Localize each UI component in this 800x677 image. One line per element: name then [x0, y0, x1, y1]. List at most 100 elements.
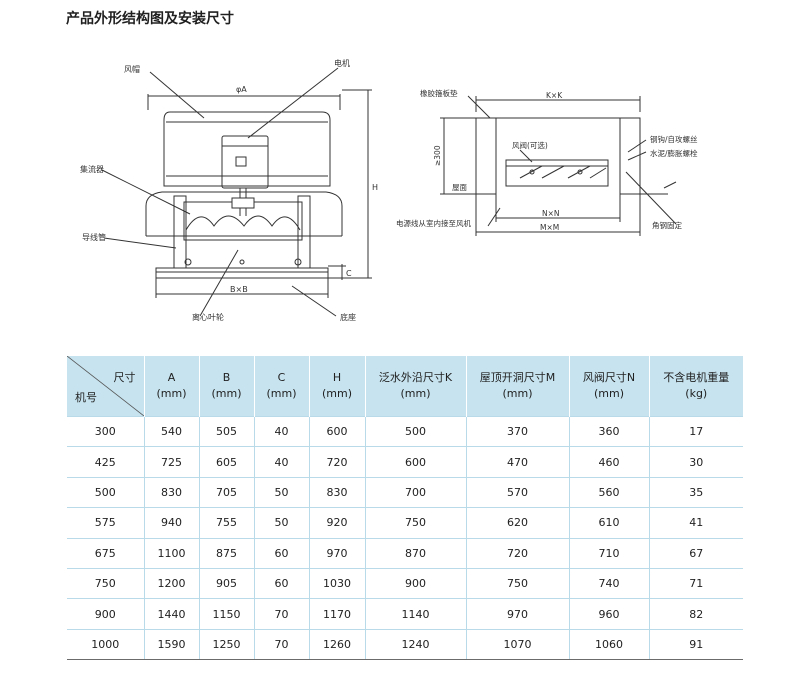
table-cell: 1100	[144, 537, 200, 569]
table-cell: 920	[309, 507, 366, 539]
model-cell: 575	[67, 507, 145, 539]
model-cell: 1000	[67, 628, 145, 661]
header-n: 风阀尺寸N(mm)	[569, 356, 650, 417]
table-cell: 70	[254, 598, 310, 630]
table-cell: 1260	[309, 628, 366, 661]
model-cell: 425	[67, 446, 145, 478]
fan-elevation-drawing	[101, 67, 372, 317]
corner-header-cell: 尺寸 机号	[67, 356, 145, 417]
table-cell: 620	[466, 507, 570, 539]
table-cell: 470	[466, 446, 570, 478]
table-cell: 360	[569, 415, 650, 447]
label-gasket: 橡胶箍板垫	[420, 88, 458, 98]
label-damper: 风阀(可选)	[512, 140, 548, 150]
table-cell: 1060	[569, 628, 650, 661]
table-cell: 500	[365, 415, 467, 447]
table-cell: 71	[649, 567, 743, 599]
table-cell: 720	[466, 537, 570, 569]
table-cell: 1030	[309, 567, 366, 599]
table-cell: 705	[199, 476, 255, 508]
label-collector: 集流器	[80, 164, 104, 174]
label-kxk: K×K	[546, 91, 563, 100]
table-cell: 755	[199, 507, 255, 539]
table-cell: 40	[254, 446, 310, 478]
table-cell: 605	[199, 446, 255, 478]
label-motor: 电机	[334, 58, 350, 68]
table-cell: 540	[144, 415, 200, 447]
table-cell: 940	[144, 507, 200, 539]
table-cell: 750	[365, 507, 467, 539]
table-cell: 830	[144, 476, 200, 508]
table-cell: 875	[199, 537, 255, 569]
table-cell: 1070	[466, 628, 570, 661]
table-cell: 900	[365, 567, 467, 599]
label-hood: 风帽	[124, 64, 140, 74]
label-nxn: N×N	[542, 209, 560, 218]
label-angle: 角钢固定	[652, 220, 682, 230]
table-cell: 700	[365, 476, 467, 508]
table-cell: 1170	[309, 598, 366, 630]
table-cell: 30	[649, 446, 743, 478]
table-cell: 1240	[365, 628, 467, 661]
header-c: C(mm)	[254, 356, 310, 417]
table-cell: 570	[466, 476, 570, 508]
header-k: 泛水外沿尺寸K(mm)	[365, 356, 467, 417]
header-a: A(mm)	[144, 356, 200, 417]
table-cell: 725	[144, 446, 200, 478]
table-cell: 91	[649, 628, 743, 661]
table-cell: 505	[199, 415, 255, 447]
installation-section-drawing	[440, 95, 677, 236]
table-cell: 60	[254, 537, 310, 569]
model-cell: 500	[67, 476, 145, 508]
label-c: C	[346, 269, 352, 278]
label-min-300: ≥300	[433, 145, 442, 166]
table-cell: 1440	[144, 598, 200, 630]
table-cell: 460	[569, 446, 650, 478]
header-m: 屋顶开洞尺寸M(mm)	[466, 356, 570, 417]
table-cell: 1140	[365, 598, 467, 630]
header-weight: 不含电机重量(kg)	[649, 356, 743, 417]
structure-diagram: 风帽 电机 φA 集流器 导线管 H C B×B 离心叶轮 底座 橡胶箍板垫 K…	[80, 58, 698, 322]
label-h: H	[372, 183, 378, 192]
table-cell: 830	[309, 476, 366, 508]
table-cell: 50	[254, 507, 310, 539]
model-cell: 300	[67, 415, 145, 447]
table-cell: 1590	[144, 628, 200, 661]
table-cell: 41	[649, 507, 743, 539]
label-screw: 钢钩/自攻螺丝	[650, 134, 698, 144]
table-cell: 17	[649, 415, 743, 447]
table-cell: 1150	[199, 598, 255, 630]
spec-table: 尺寸 机号 A(mm) B(mm) C(mm) H(mm) 泛水外沿尺寸K(mm…	[67, 356, 743, 661]
label-roof: 屋面	[452, 183, 467, 192]
corner-diagonal	[67, 356, 144, 416]
table-header-row: 尺寸 机号 A(mm) B(mm) C(mm) H(mm) 泛水外沿尺寸K(mm…	[67, 356, 743, 417]
label-conduit: 导线管	[82, 232, 106, 242]
table-cell: 1250	[199, 628, 255, 661]
table-cell: 50	[254, 476, 310, 508]
table-cell: 610	[569, 507, 650, 539]
table-cell: 560	[569, 476, 650, 508]
table-cell: 1200	[144, 567, 200, 599]
model-cell: 675	[67, 537, 145, 569]
table-cell: 960	[569, 598, 650, 630]
page-title: 产品外形结构图及安装尺寸	[66, 11, 234, 27]
label-cable: 电源线从室内接至风机	[396, 218, 471, 228]
label-base: 底座	[340, 312, 356, 322]
table-cell: 970	[466, 598, 570, 630]
table-cell: 67	[649, 537, 743, 569]
model-cell: 750	[67, 567, 145, 599]
table-cell: 710	[569, 537, 650, 569]
table-cell: 720	[309, 446, 366, 478]
label-mxm: M×M	[540, 223, 559, 232]
label-bxb: B×B	[230, 285, 248, 294]
table-cell: 600	[365, 446, 467, 478]
table-cell: 740	[569, 567, 650, 599]
